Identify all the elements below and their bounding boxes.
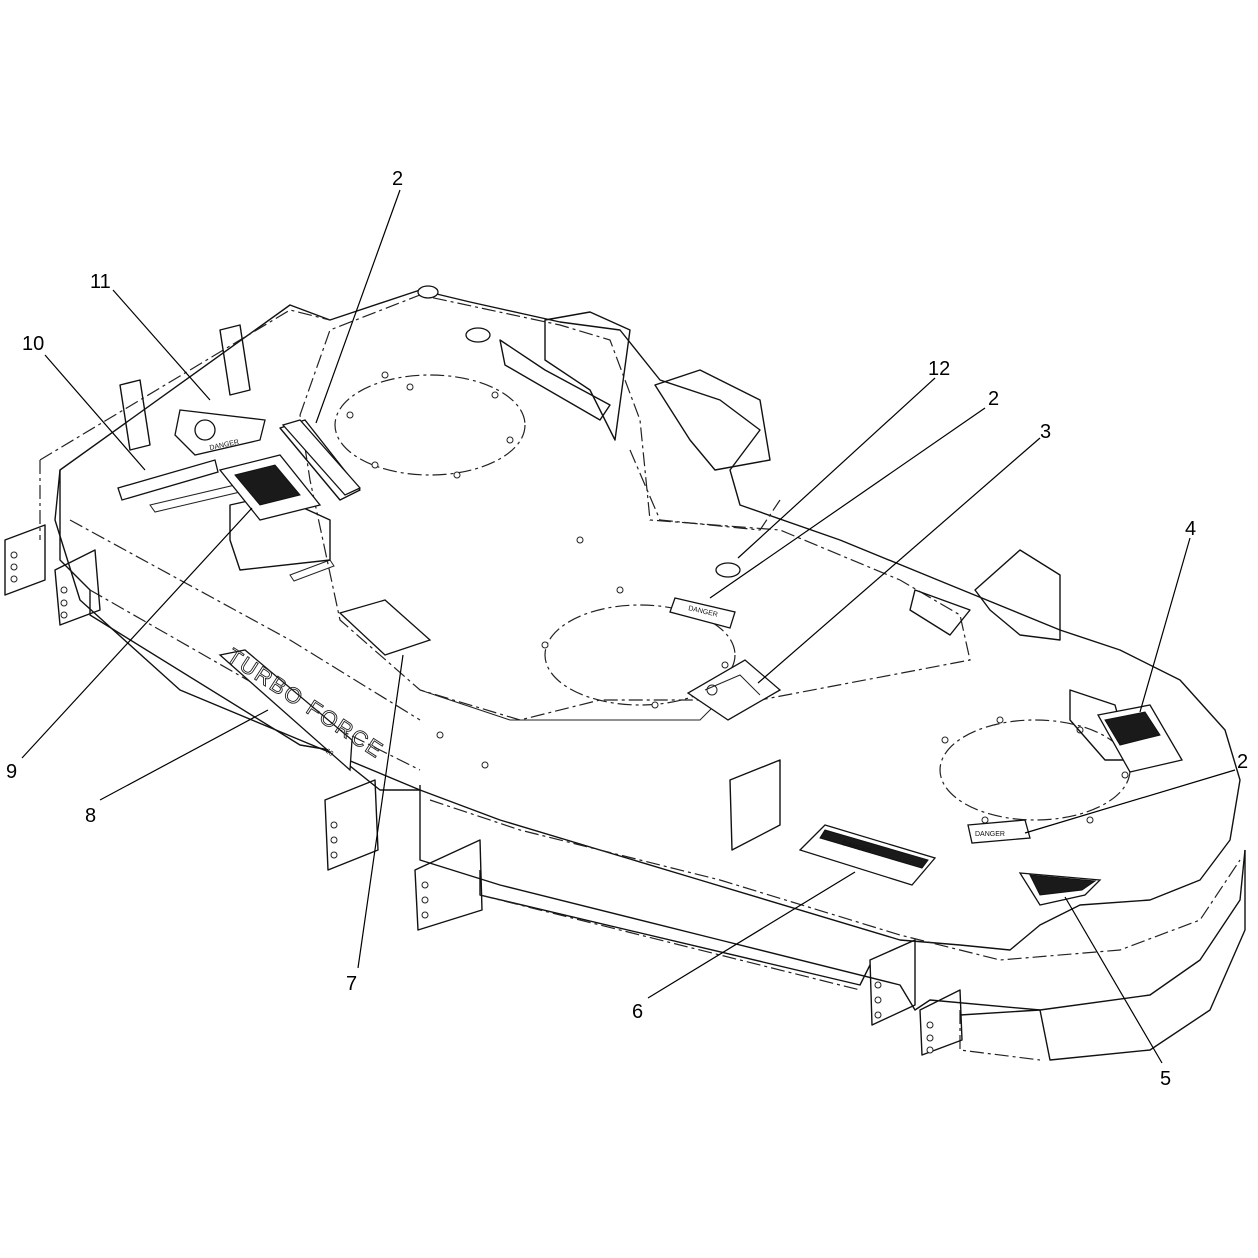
- decal-7-plate: [338, 599, 432, 656]
- callout-5: 5: [1160, 1068, 1171, 1090]
- callout-12: 12: [928, 358, 950, 380]
- decals: DANGER TURBO FORCE 60 DANGER: [117, 409, 1184, 906]
- rear-right-bracket: [909, 549, 1131, 761]
- callout-3: 3: [1040, 421, 1051, 443]
- callout-6: 6: [632, 1001, 643, 1023]
- decal-5-danger-shaped: [1018, 872, 1102, 906]
- callout-2-right: 2: [1237, 751, 1248, 773]
- hanger-plates: [4, 524, 963, 1056]
- callout-9: 9: [6, 761, 17, 783]
- mower-deck: [4, 285, 1246, 1061]
- callout-4: 4: [1185, 518, 1196, 540]
- decal-11-danger-triangle: DANGER: [174, 409, 266, 456]
- callout-2-top: 2: [392, 168, 403, 190]
- decal-2-belt-cover: [281, 419, 362, 496]
- decal-6-danger-large: DANGER: [798, 824, 937, 886]
- danger-text-right: DANGER: [975, 831, 1005, 838]
- callout-11: 11: [90, 271, 111, 293]
- decal-3-belt-routing: [686, 659, 782, 721]
- decal-10-height-strip: [117, 459, 219, 501]
- decal-4-warning: [1096, 704, 1184, 773]
- callout-7: 7: [346, 973, 357, 995]
- brand-size-text: 60: [324, 748, 334, 758]
- decal-2-rear-center: DANGER: [669, 597, 736, 629]
- callout-labels: 2 11 10 12 2 3 4 2 9 8 7 6 5: [6, 168, 1248, 1090]
- rear-center-brackets: [499, 311, 781, 531]
- leader-lines: [21, 189, 1236, 1064]
- decal-8-brand: TURBO FORCE 60: [218, 643, 389, 772]
- decal-2-front-right: DANGER: [967, 819, 1031, 844]
- decal-9-warning: [218, 454, 322, 521]
- callout-10: 10: [22, 333, 44, 355]
- callout-8: 8: [85, 805, 96, 827]
- bolt-holes: [346, 371, 1129, 824]
- callout-2-mid: 2: [988, 388, 999, 410]
